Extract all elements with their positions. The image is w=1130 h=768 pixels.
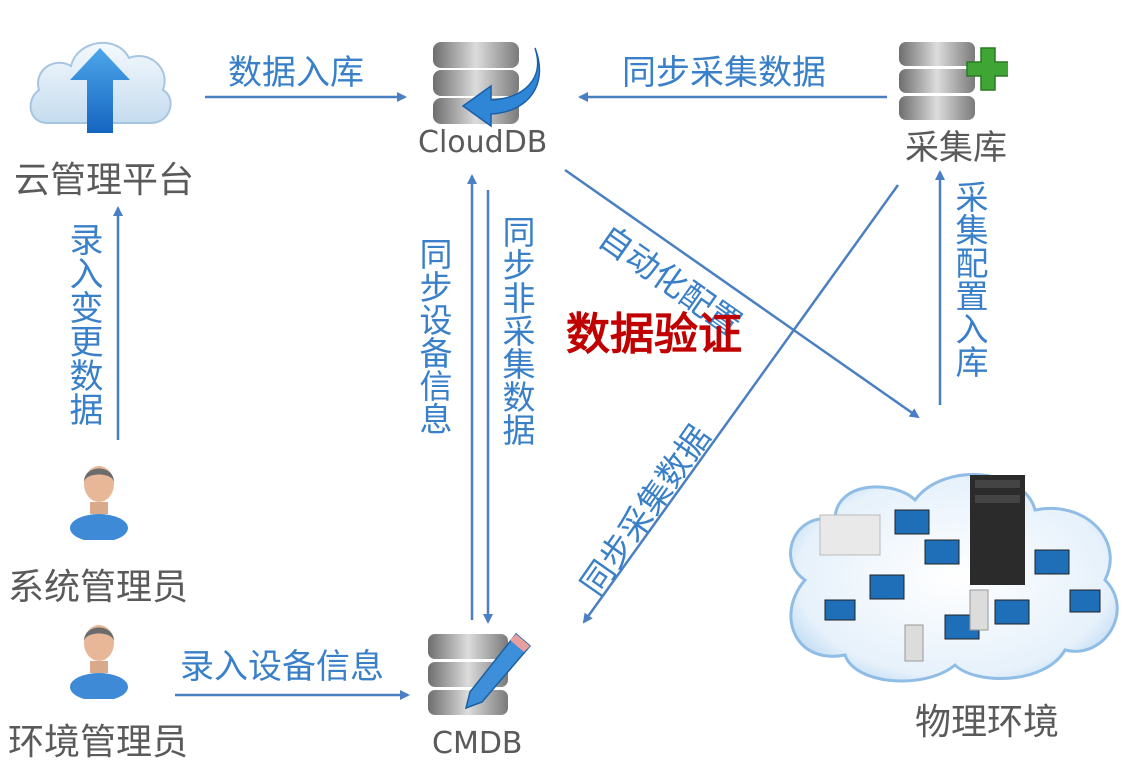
database-edit-icon [422,630,537,720]
node-clouddb: CloudDB [418,125,548,160]
node-system-admin: 系统管理员 [8,567,189,608]
edge-label-sync-non-collect: 同步非采集数据 [497,215,536,446]
user-icon [68,458,130,540]
user-icon [68,617,130,699]
edge-label-collect-config-ingest: 采集配置入库 [950,180,989,378]
node-collection-db: 采集库 [905,128,1007,168]
arrow-auto-config [564,168,920,419]
edge-label-sync-device-info: 同步设备信息 [414,237,453,435]
edge-label-input-change: 录入变更数据 [63,222,103,426]
edge-label-data-ingest: 数据入库 [228,53,364,93]
cloud-upload-icon [25,18,175,143]
node-physical-environment: 物理环境 [915,702,1060,743]
edge-label-input-device-info: 录入设备信息 [180,647,384,687]
database-add-icon [893,40,1008,125]
arrow-sync-collect-diag [582,184,900,624]
database-sync-icon [425,38,550,128]
edge-label-sync-collect-top: 同步采集数据 [622,53,826,93]
node-cloud-management-platform: 云管理平台 [14,160,195,201]
node-cmdb: CMDB [432,726,523,761]
center-label-data-validation: 数据验证 [566,309,742,360]
network-cloud-icon [775,440,1130,695]
node-environment-admin: 环境管理员 [8,722,189,763]
